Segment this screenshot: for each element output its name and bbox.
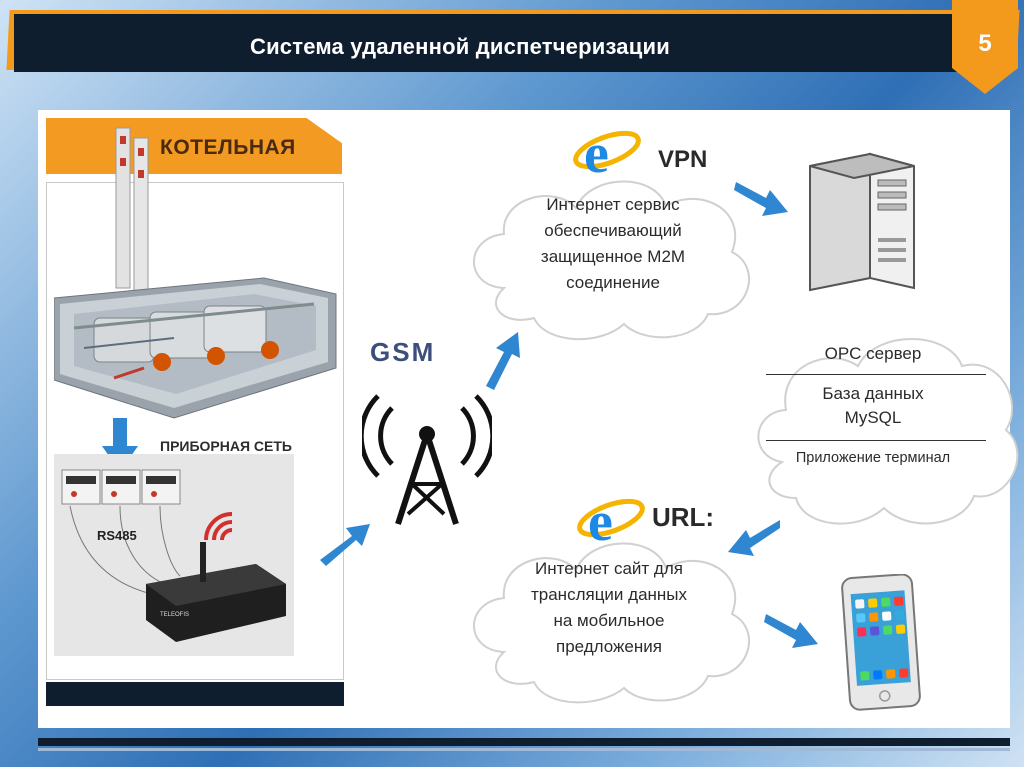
arrow-to-tower-icon [320,524,370,566]
vpn-cloud-line-2: обеспечивающий [544,221,682,240]
database-line-1: База данных [822,384,924,403]
left-footer-bar [46,682,344,706]
svg-text:e: e [588,491,613,552]
slide-number: 5 [978,30,992,57]
sensor-network-label: ПРИБОРНАЯ СЕТЬ [160,438,292,454]
vpn-cloud-line-1: Интернет сервис [546,195,680,214]
url-cloud [473,542,750,704]
footer-line [38,748,1010,751]
url-cloud-line-3: на мобильное [553,611,665,630]
boiler-house-icon [54,127,337,419]
server-divider-1 [766,374,986,375]
url-cloud-line-2: трансляции данных [530,585,688,604]
wifi-signal-icon [204,512,233,541]
rs485-label: RS485 [97,528,137,543]
database-line-2: MySQL [844,408,902,427]
footer-strip [38,738,1010,746]
boiler-title: КОТЕЛЬНАЯ [160,136,296,159]
database-label: База данных MySQL [760,382,986,430]
vpn-label: VPN [658,146,708,173]
opc-server-label: OPC сервер [824,344,922,363]
url-cloud-text: Интернет сайт для трансляции данных на м… [482,556,736,660]
terminal-app-label: Приложение терминал [795,450,951,466]
arrow-to-phone-icon [764,614,818,648]
slide-title: Система удаленной диспетчеризации [250,34,670,59]
url-label: URL: [652,502,715,532]
internet-explorer-icon: e [573,123,641,184]
arrow-to-server-icon [734,182,788,216]
url-cloud-line-1: Интернет сайт для [535,559,683,578]
vpn-cloud-line-4: соединение [566,273,660,292]
gsm-modem-icon: TELEOFIS [61,469,286,642]
svg-text:e: e [584,123,609,184]
internet-explorer-icon: e [577,491,645,552]
boiler-title-tab [46,118,342,174]
arrow-to-url-icon [728,520,780,556]
meter-2 [101,469,141,505]
slide-number-badge [952,0,1018,94]
meter-3 [141,469,181,505]
smartphone-icon [841,574,921,711]
meter-1 [61,469,101,505]
vpn-cloud [473,180,750,341]
cell-tower-icon [362,394,492,525]
svg-text:TELEOFIS: TELEOFIS [160,612,189,618]
server-divider-2 [766,440,986,441]
gsm-label: GSM [370,337,436,367]
server-tower-icon [809,152,915,292]
header-bar [14,14,964,72]
url-cloud-line-4: предложения [556,637,662,656]
vpn-cloud-line-3: защищенное М2М [540,247,686,266]
vpn-cloud-text: Интернет сервис обеспечивающий защищенно… [490,192,736,296]
arrow-to-vpn-icon [486,332,520,390]
